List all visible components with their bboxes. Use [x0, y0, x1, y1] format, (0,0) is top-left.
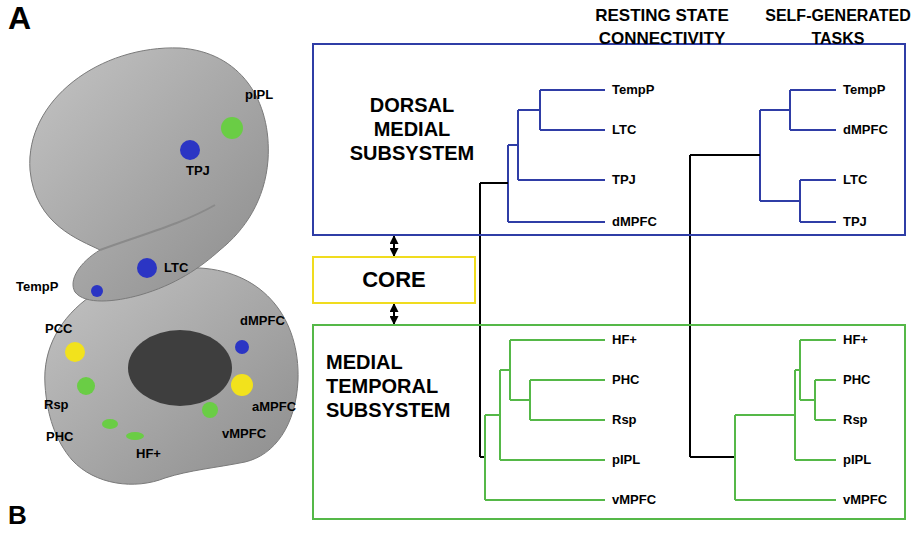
leaf-label: pIPL	[843, 452, 871, 468]
leaf-label: PHC	[612, 372, 639, 388]
region-label: HF+	[136, 447, 161, 462]
dendrogram-branch	[508, 90, 605, 222]
region-label: aMPFC	[252, 400, 296, 415]
region-label: dMPFC	[240, 314, 285, 329]
leaf-label: Rsp	[843, 412, 868, 428]
leaf-label: vMPFC	[843, 492, 887, 508]
leaf-label: TempP	[612, 82, 654, 98]
dendrogram-branch	[735, 340, 836, 500]
region-dot	[91, 285, 103, 297]
region-label: LTC	[164, 261, 188, 276]
region-dot	[126, 432, 144, 440]
leaf-label: HF+	[843, 332, 868, 348]
region-label: TPJ	[186, 164, 210, 179]
panel-letter: A	[8, 0, 31, 37]
box-title: MEDIAL TEMPORAL SUBSYSTEM	[326, 350, 456, 422]
dendrogram-branch	[485, 340, 605, 500]
dendrogram-branch	[760, 90, 836, 222]
leaf-label: HF+	[612, 332, 637, 348]
double-arrow	[393, 236, 395, 256]
region-label: PCC	[45, 322, 72, 337]
box-title: DORSAL MEDIAL SUBSYSTEM	[332, 93, 492, 165]
medial-brain	[45, 267, 298, 484]
region-dot	[180, 140, 200, 160]
region-dot	[235, 340, 249, 354]
leaf-label: TempP	[843, 82, 885, 98]
corpus-callosum	[128, 330, 232, 406]
leaf-label: LTC	[843, 172, 867, 188]
leaf-label: dMPFC	[843, 122, 888, 138]
leaf-label: pIPL	[612, 452, 640, 468]
lateral-brain	[30, 48, 269, 301]
leaf-label: dMPFC	[612, 214, 657, 230]
subsystem-box: DORSAL MEDIAL SUBSYSTEM	[312, 43, 906, 236]
panel-letter: B	[8, 501, 27, 531]
region-dot	[102, 419, 118, 429]
leaf-label: Rsp	[612, 412, 637, 428]
region-dot	[221, 117, 243, 139]
box-title: CORE	[314, 268, 474, 292]
leaf-label: TPJ	[843, 214, 867, 230]
leaf-label: TPJ	[612, 172, 636, 188]
region-dot	[231, 374, 253, 396]
leaf-label: PHC	[843, 372, 870, 388]
sulcus-line	[100, 205, 215, 250]
region-dot	[137, 258, 157, 278]
subsystem-box: MEDIAL TEMPORAL SUBSYSTEM	[312, 324, 906, 520]
leaf-label: vMPFC	[612, 492, 656, 508]
column-header: SELF-GENERATED TASKS	[765, 4, 911, 50]
region-label: pIPL	[245, 88, 273, 103]
region-dot	[77, 377, 95, 395]
double-arrow	[393, 304, 395, 324]
dendrogram-root	[690, 155, 760, 457]
region-dot	[202, 402, 218, 418]
column-header: RESTING STATE CONNECTIVITY	[587, 4, 737, 50]
leaf-label: LTC	[612, 122, 636, 138]
region-label: PHC	[46, 430, 73, 445]
core-box: CORE	[312, 256, 476, 304]
region-dot	[65, 342, 85, 362]
region-label: vMPFC	[222, 427, 266, 442]
region-label: Rsp	[44, 398, 69, 413]
region-label: TempP	[16, 280, 58, 295]
